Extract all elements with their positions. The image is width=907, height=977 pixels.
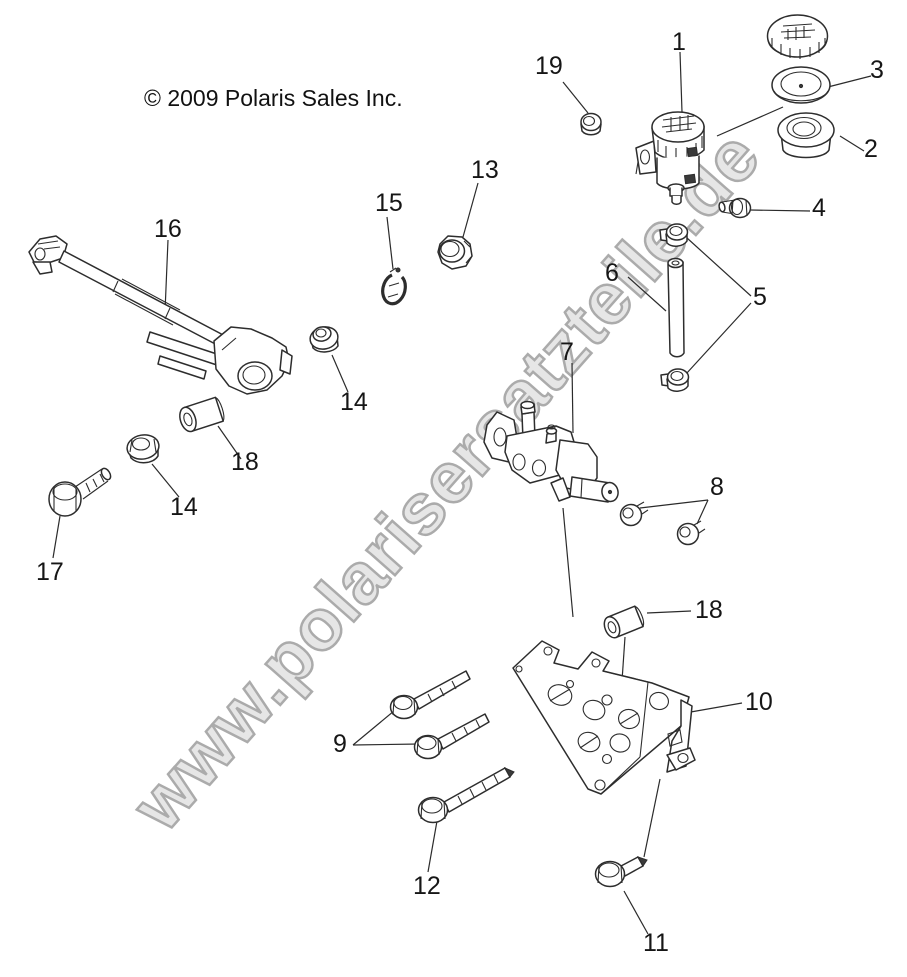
callout-7: 7 bbox=[560, 338, 574, 366]
callout-9: 9 bbox=[333, 730, 347, 758]
part-2-grommet bbox=[777, 112, 835, 159]
callout-12: 12 bbox=[413, 872, 441, 900]
part-12-bolt bbox=[417, 766, 515, 824]
callout-18: 18 bbox=[231, 448, 259, 476]
callout-4: 4 bbox=[812, 194, 826, 222]
part-18-bushing-right bbox=[603, 605, 645, 639]
copyright-notice: © 2009 Polaris Sales Inc. bbox=[144, 85, 403, 111]
callout-5: 5 bbox=[753, 283, 767, 311]
callout-6: 6 bbox=[605, 259, 619, 287]
part-19-nut bbox=[580, 112, 602, 136]
part-8-screw-b bbox=[676, 520, 706, 546]
callout-3: 3 bbox=[870, 56, 884, 84]
part-7-master-cylinder bbox=[483, 400, 619, 503]
part-reservoir-cap bbox=[766, 14, 829, 59]
part-13-hex-nut bbox=[437, 235, 473, 270]
part-9-bolt-b bbox=[413, 713, 490, 760]
part-6-tube bbox=[667, 257, 685, 358]
part-4-bolt bbox=[718, 197, 752, 219]
callout-18: 18 bbox=[695, 596, 723, 624]
callout-15: 15 bbox=[375, 189, 403, 217]
part-14-nut-upper bbox=[309, 326, 339, 353]
part-14-nut-lower bbox=[126, 434, 160, 464]
callout-11: 11 bbox=[643, 929, 669, 957]
callout-8: 8 bbox=[710, 473, 724, 501]
callout-2: 2 bbox=[864, 135, 878, 163]
callout-10: 10 bbox=[745, 688, 773, 716]
part-8-screw-a bbox=[619, 501, 649, 527]
part-17-bolt bbox=[48, 467, 112, 517]
callout-1: 1 bbox=[672, 28, 686, 56]
callout-14: 14 bbox=[170, 493, 198, 521]
callout-19: 19 bbox=[535, 52, 563, 80]
part-15-retaining-ring bbox=[381, 267, 407, 306]
part-10-bracket bbox=[512, 640, 696, 795]
part-3-diaphragm-plate bbox=[771, 66, 831, 104]
part-16-rod bbox=[28, 235, 293, 395]
part-1-reservoir bbox=[635, 111, 705, 205]
part-11-bolt bbox=[594, 856, 648, 888]
callout-14: 14 bbox=[340, 388, 368, 416]
part-9-bolt-a bbox=[389, 670, 471, 720]
part-5-clamp-top bbox=[659, 223, 689, 247]
callout-16: 16 bbox=[154, 215, 182, 243]
part-5-clamp-bottom bbox=[660, 368, 690, 392]
callout-17: 17 bbox=[36, 558, 64, 586]
callout-13: 13 bbox=[471, 156, 499, 184]
part-18-bushing-left bbox=[179, 396, 225, 433]
